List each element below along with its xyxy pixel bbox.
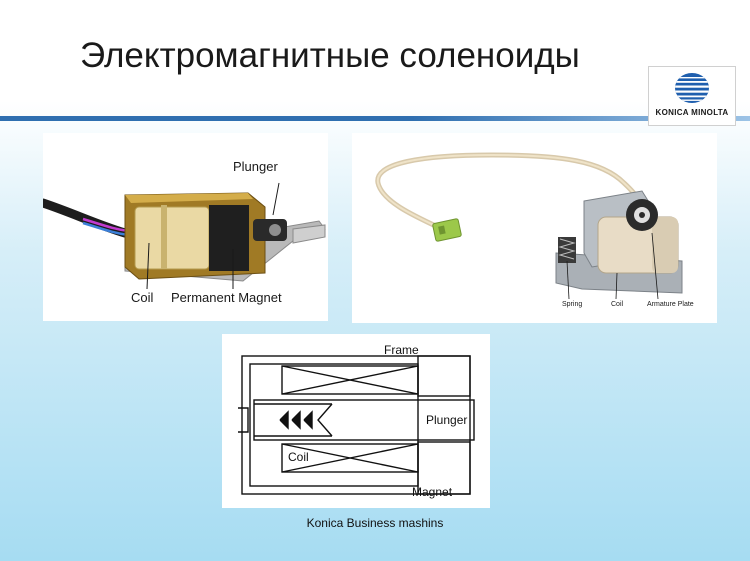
- solenoid-photo-2: Spring Coil Armature Plate: [352, 133, 717, 323]
- solenoid-photo-1: Plunger Coil Permanent Magnet: [43, 133, 328, 321]
- solenoid-photo-2-art: [375, 152, 683, 300]
- label-coil-2: Coil: [611, 301, 624, 308]
- slide-title: Электромагнитные соленоиды: [80, 36, 580, 75]
- solenoid-photo-1-art: [43, 182, 326, 290]
- label-plunger-diagram: Plunger: [426, 413, 468, 427]
- konica-minolta-logo: KONICA MINOLTA: [648, 66, 736, 126]
- title-divider: [0, 116, 750, 121]
- logo-text: KONICA MINOLTA: [655, 108, 729, 117]
- label-coil-diagram: Coil: [288, 450, 309, 464]
- label-spring: Spring: [562, 301, 583, 308]
- label-coil: Coil: [131, 290, 154, 305]
- slide-caption: Konica Business mashins: [306, 516, 444, 530]
- label-frame: Frame: [384, 343, 419, 357]
- label-magnet: Magnet: [412, 485, 453, 499]
- label-armature-plate: Armature Plate: [647, 301, 694, 308]
- solenoid-diagram: Frame Plunger Coil Magnet: [222, 334, 490, 508]
- label-permanent-magnet: Permanent Magnet: [171, 290, 282, 305]
- solenoid-diagram-art: [238, 355, 475, 495]
- label-plunger: Plunger: [233, 159, 278, 174]
- globe-icon: [675, 73, 709, 103]
